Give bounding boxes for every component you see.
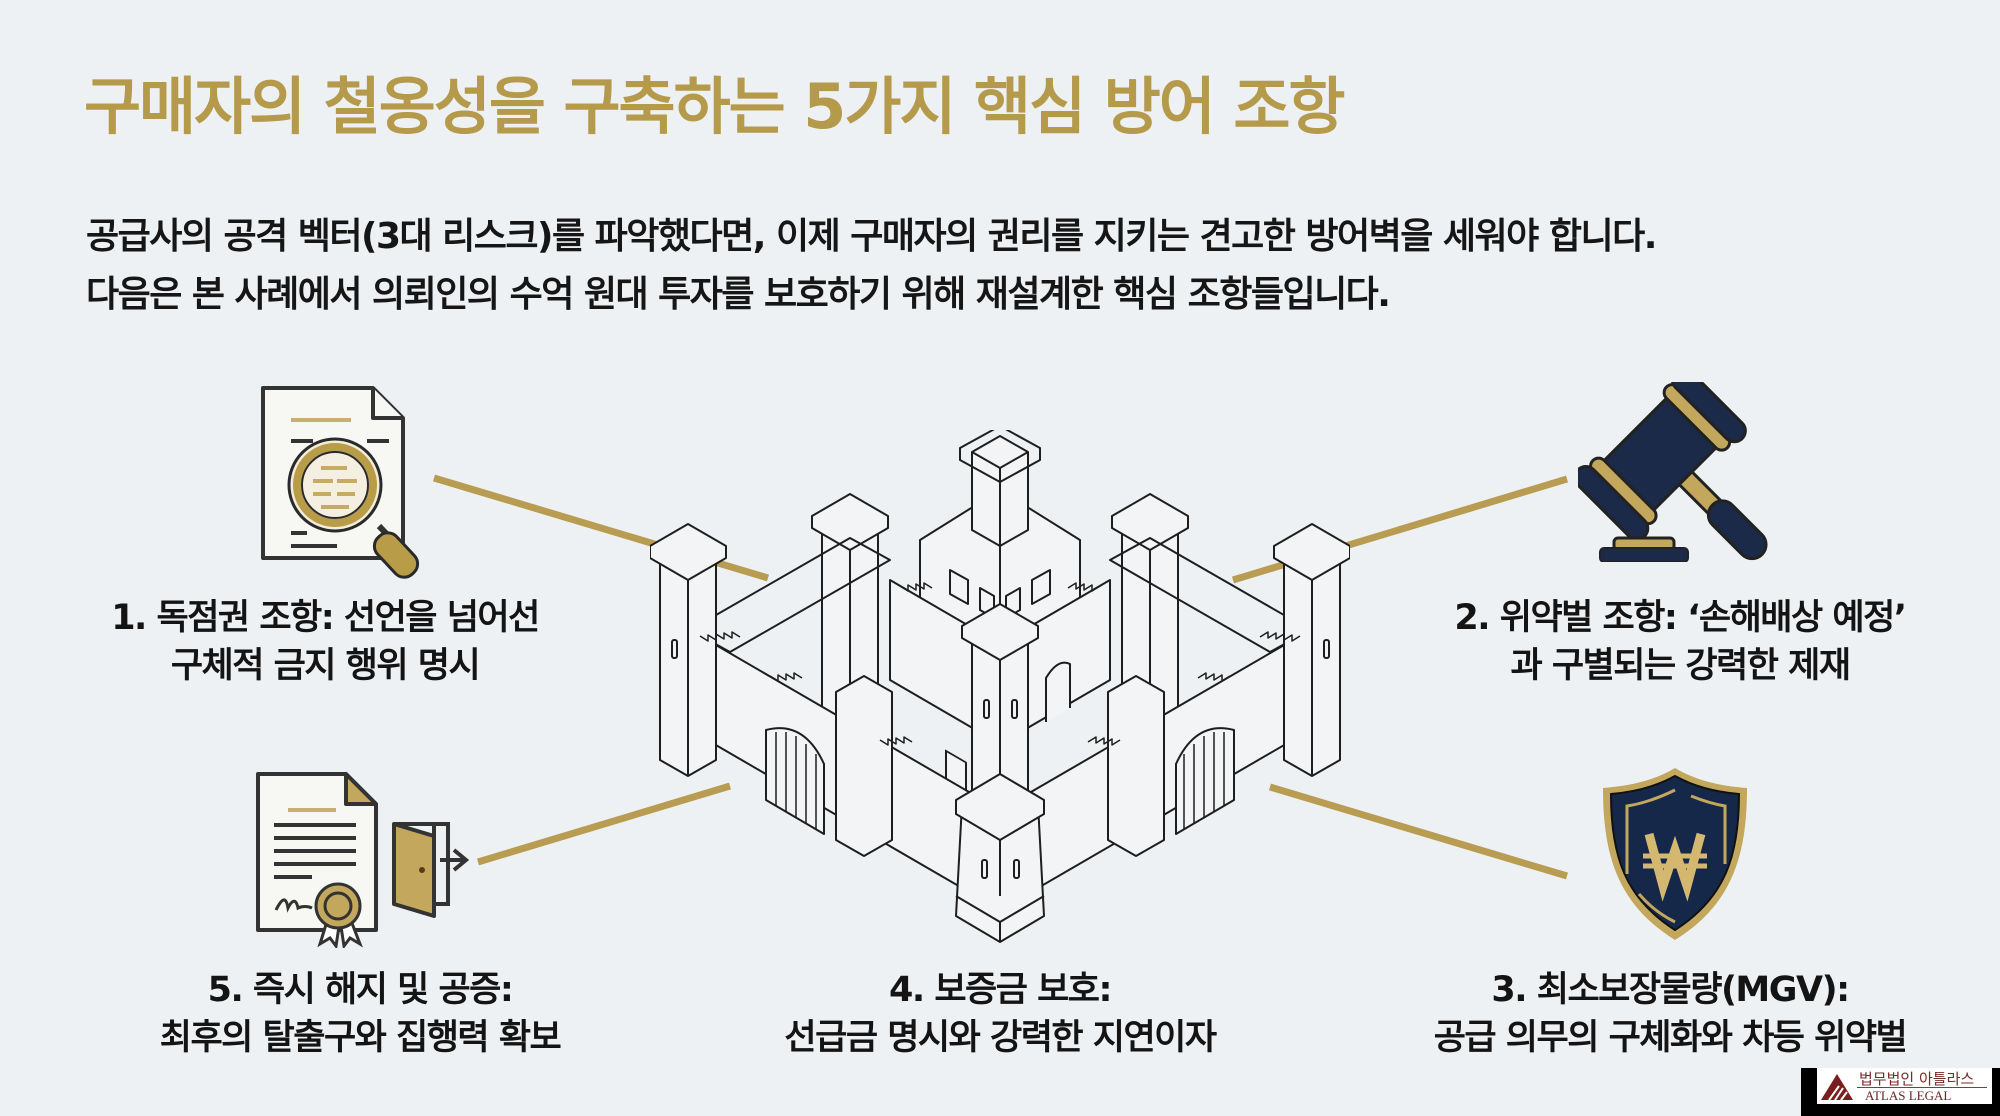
document-magnifier-icon xyxy=(255,380,435,580)
gavel-icon xyxy=(1578,382,1778,562)
clause-3-subtitle: 공급 의무의 구체화와 차등 위약벌 xyxy=(1433,1018,1908,1058)
logo-english-name: ATLAS LEGAL xyxy=(1865,1088,1952,1103)
clause-1-label: 1. 독점권 조항: 선언을 넘어선 구체적 금지 행위 명시 xyxy=(100,594,550,690)
page-title: 구매자의 철옹성을 구축하는 5가지 핵심 방어 조항 xyxy=(84,70,1345,143)
clause-5-subtitle: 최후의 탈출구와 집행력 확보 xyxy=(159,1018,562,1058)
clause-1-subtitle: 구체적 금지 행위 명시 xyxy=(170,646,481,686)
castle-icon xyxy=(650,430,1350,950)
atlas-legal-logo: 법무법인 아틀라스 ATLAS LEGAL xyxy=(1801,1068,2000,1116)
intro-text: 공급사의 공격 벡터(3대 리스크)를 파악했다면, 이제 구매자의 권리를 지… xyxy=(86,208,1657,324)
connector-line-3 xyxy=(1268,783,1569,880)
logo-korean-name: 법무법인 아틀라스 xyxy=(1859,1070,1975,1088)
clause-2-label: 2. 위약벌 조항: ‘손해배상 예정’ 과 구별되는 강력한 제재 xyxy=(1420,594,1940,690)
won-shield-icon xyxy=(1597,764,1753,944)
intro-line-1: 공급사의 공격 벡터(3대 리스크)를 파악했다면, 이제 구매자의 권리를 지… xyxy=(86,216,1657,257)
clause-3-label: 3. 최소보장물량(MGV): 공급 의무의 구체화와 차등 위약벌 xyxy=(1400,966,1940,1062)
atlas-logo-mark-icon xyxy=(1821,1074,1853,1101)
clause-2-title: 2. 위약벌 조항: ‘손해배상 예정’ xyxy=(1454,598,1907,638)
certificate-exit-door-icon xyxy=(252,768,472,948)
intro-line-2: 다음은 본 사례에서 의뢰인의 수억 원대 투자를 보호하기 위해 재설계한 핵… xyxy=(86,274,1391,315)
clause-4-title: 4. 보증금 보호: xyxy=(888,970,1113,1010)
clause-5-title: 5. 즉시 해지 및 공증: xyxy=(207,970,514,1010)
clause-4-subtitle: 선급금 명시와 강력한 지연이자 xyxy=(784,1018,1217,1058)
clause-2-subtitle: 과 구별되는 강력한 제재 xyxy=(1510,646,1851,686)
logo-divider xyxy=(1857,1087,1987,1088)
clause-5-label: 5. 즉시 해지 및 공증: 최후의 탈출구와 집행력 확보 xyxy=(130,966,590,1062)
connector-line-5 xyxy=(476,782,732,866)
clause-4-label: 4. 보증금 보호: 선급금 명시와 강력한 지연이자 xyxy=(760,966,1240,1062)
clause-1-title: 1. 독점권 조항: 선언을 넘어선 xyxy=(111,598,540,638)
clause-3-title: 3. 최소보장물량(MGV): xyxy=(1491,970,1850,1010)
